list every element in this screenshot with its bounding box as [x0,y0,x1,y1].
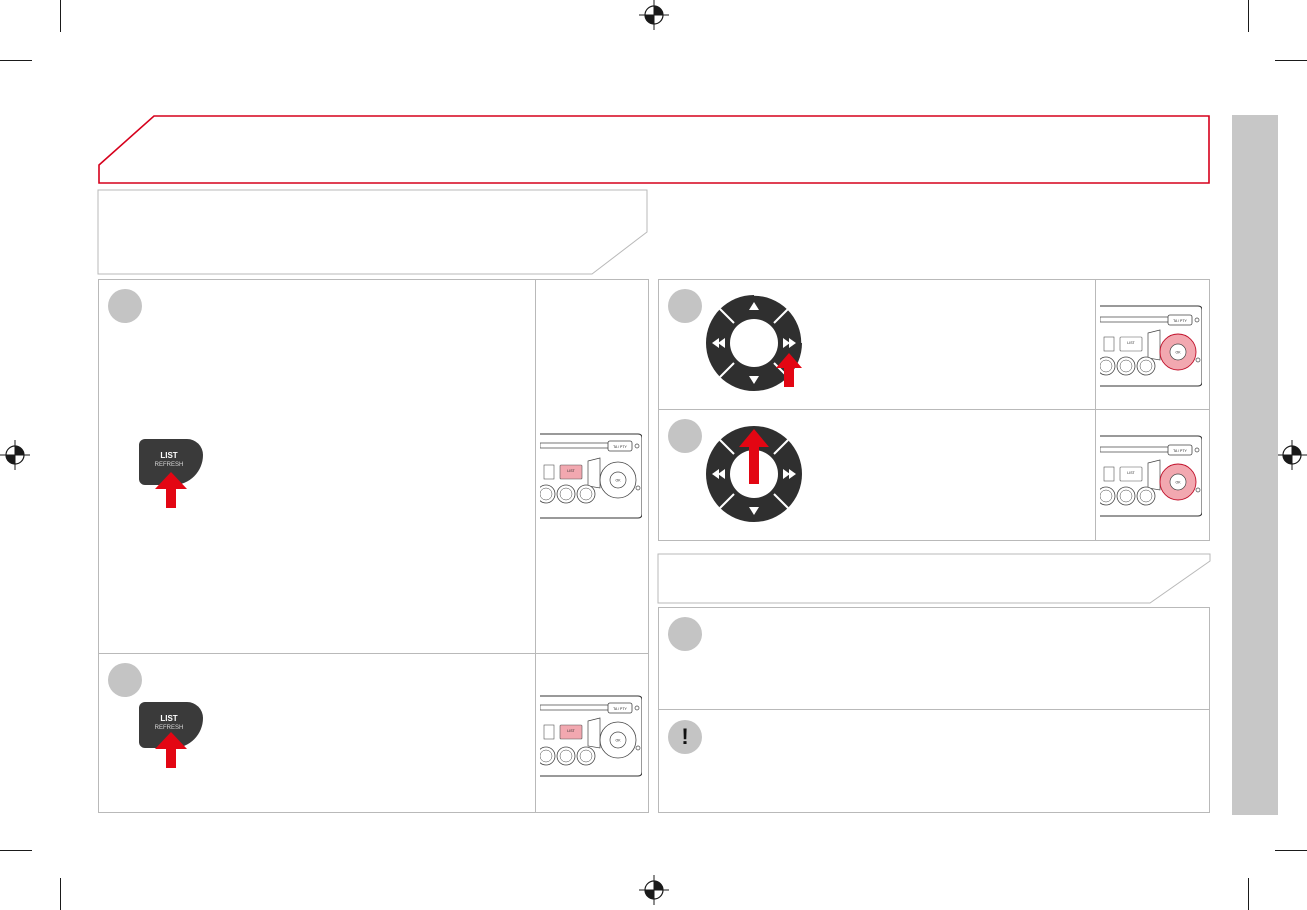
divider [658,409,1210,410]
intro-panel [97,189,648,275]
list-label: LIST [1127,471,1135,475]
step-marker [668,289,702,323]
chapter-side-tab [1232,115,1278,815]
registration-mark-icon [1277,440,1307,470]
press-arrow-icon [155,472,187,508]
press-arrow-icon [155,732,187,768]
divider [658,709,1210,710]
step-marker [108,289,142,323]
tuning-label: TA / PTY [1173,319,1187,323]
registration-mark-icon [639,0,669,30]
press-arrow-icon [739,429,769,484]
ok-label: OK [615,479,621,483]
step-marker [668,419,702,453]
radio-panel-thumbnail: TA / PTY LIST OK [540,695,642,777]
ok-label: OK [1175,481,1181,485]
registration-mark-icon [0,440,30,470]
info-panel [658,607,1210,813]
list-label: LIST [1127,341,1135,345]
divider [98,653,649,654]
button-sublabel: REFRESH [154,462,184,468]
radio-panel-thumbnail: TA / PTY LIST OK [1100,435,1202,517]
crop-mark [1248,0,1249,32]
title-band [98,115,1210,184]
crop-mark [60,878,61,910]
divider [535,279,536,813]
press-arrow-icon [776,353,802,387]
crop-mark [60,0,61,32]
radio-panel-thumbnail: TA / PTY LIST OK [540,433,642,519]
ok-label: OK [615,739,621,743]
list-label: LIST [567,469,575,473]
crop-mark [1275,60,1307,61]
section-header-panel [657,553,1211,604]
divider [1095,279,1096,541]
ok-label: OK [1175,351,1181,355]
button-label: LIST [160,451,178,460]
crop-mark [0,60,32,61]
button-label: LIST [160,714,178,723]
crop-mark [1275,850,1307,851]
tuning-label: TA / PTY [1173,449,1187,453]
crop-mark [0,850,32,851]
step-marker [108,663,142,697]
registration-mark-icon [639,875,669,905]
list-label: LIST [567,729,575,733]
radio-panel-thumbnail: TA / PTY LIST OK [1100,305,1202,387]
tuning-label: TA / PTY [613,445,627,449]
tuning-label: TA / PTY [613,707,627,711]
step-marker [668,617,702,651]
warning-icon: ! [668,720,702,754]
button-sublabel: REFRESH [154,725,184,731]
crop-mark [1248,878,1249,910]
